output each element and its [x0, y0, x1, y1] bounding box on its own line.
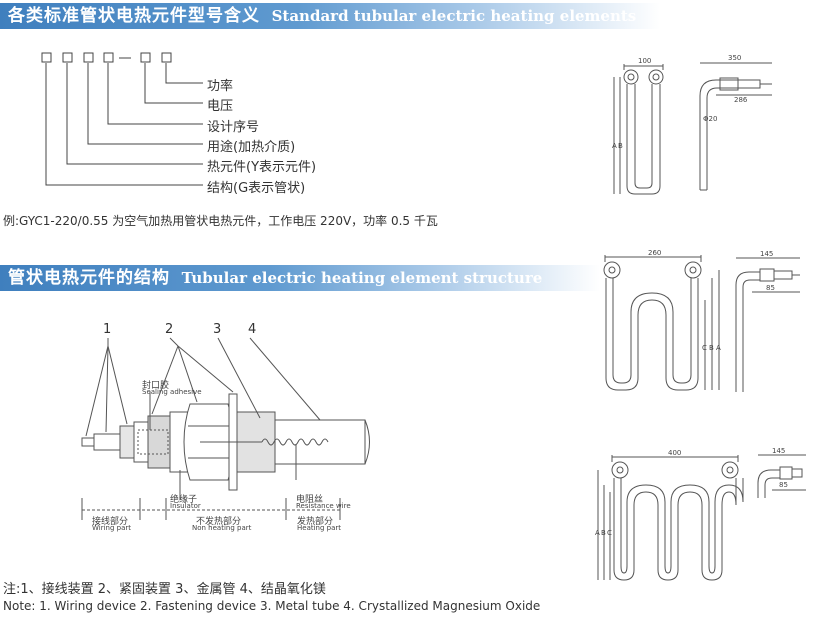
note-cn: 注:1、接线装置 2、紧固装置 3、金属管 4、结晶氧化镁 [3, 582, 326, 597]
label-resistance-en: Resistance wire [296, 502, 351, 510]
drawing-multiloop-element [597, 454, 806, 581]
banner-title-cn: 各类标准管状电热元件型号含义 [8, 6, 260, 26]
note-en: Note: 1. Wiring device 2. Fastening devi… [3, 599, 541, 613]
part-number-2: 2 [165, 322, 174, 337]
dim-d1-dia: Φ20 [703, 115, 717, 123]
dim-d1-total: 350 [728, 54, 741, 62]
banner-title-en: Tubular electric heating element structu… [181, 269, 543, 287]
dim-d2-inner: 85 [766, 284, 775, 292]
banner-title-en: Standard tubular electric heating elemen… [271, 7, 637, 25]
label-wiring-cn: 接线部分 [92, 517, 129, 527]
dim-d2-total: 145 [760, 250, 773, 258]
label-insulator-en: Insulator [170, 502, 201, 510]
structure-leaders [81, 337, 341, 520]
drawing-u-element [613, 62, 772, 195]
label-sealing-en: Sealing adhesive [142, 388, 202, 396]
legend-voltage: 电压 [207, 99, 234, 114]
legend-heating-element: 热元件(Y表示元件) [207, 160, 317, 175]
banner-title-cn: 管状电热元件的结构 [8, 268, 170, 288]
legend-structure: 结构(G表示管状) [207, 181, 306, 196]
dim-d2-b: B [709, 344, 714, 352]
dim-d1-a: A [612, 142, 617, 150]
dim-d2-w: 260 [648, 249, 661, 257]
structure-section [81, 393, 370, 491]
drawing-w-element [603, 255, 800, 392]
dim-d1-b: B [618, 142, 623, 150]
legend-design-number: 设计序号 [207, 120, 260, 135]
model-code-boxes [41, 52, 172, 63]
dim-d3-w: 400 [668, 449, 681, 457]
label-wiring-en: Wiring part [92, 524, 131, 532]
dim-d3-total: 145 [772, 447, 785, 455]
label-sealing-cn: 封口胶 [142, 381, 170, 391]
dim-d2-a: A [716, 344, 721, 352]
label-resistance-cn: 电阻丝 [296, 495, 324, 505]
section-banner-structure: 管状电热元件的结构 Tubular electric heating eleme… [0, 265, 600, 291]
dim-d3-inner: 85 [779, 481, 788, 489]
part-number-1: 1 [103, 322, 112, 337]
dim-d2-c: C [702, 344, 707, 352]
label-heat-cn: 发热部分 [297, 517, 334, 527]
dim-d1-inner: 286 [734, 96, 748, 104]
label-nonheat-cn: 不发热部分 [196, 517, 242, 527]
part-number-3: 3 [213, 322, 222, 337]
legend-power: 功率 [207, 79, 234, 94]
part-number-4: 4 [248, 322, 257, 337]
dim-d1-w: 100 [638, 57, 651, 65]
legend-usage: 用途(加热介质) [207, 140, 296, 155]
model-code-leaders [45, 63, 203, 186]
dim-d3-b: B [601, 529, 606, 537]
section-banner-standard: 各类标准管状电热元件型号含义 Standard tubular electric… [0, 3, 660, 29]
label-heat-en: Heating part [297, 524, 342, 532]
label-insulator-cn: 绝缘子 [170, 495, 198, 505]
dim-d3-a: A [595, 529, 600, 537]
example-text: 例:GYC1-220/0.55 为空气加热用管状电热元件，工作电压 220V，功… [3, 214, 438, 228]
label-nonheat-en: Non heating part [192, 524, 252, 532]
dim-d3-c: C [607, 529, 612, 537]
